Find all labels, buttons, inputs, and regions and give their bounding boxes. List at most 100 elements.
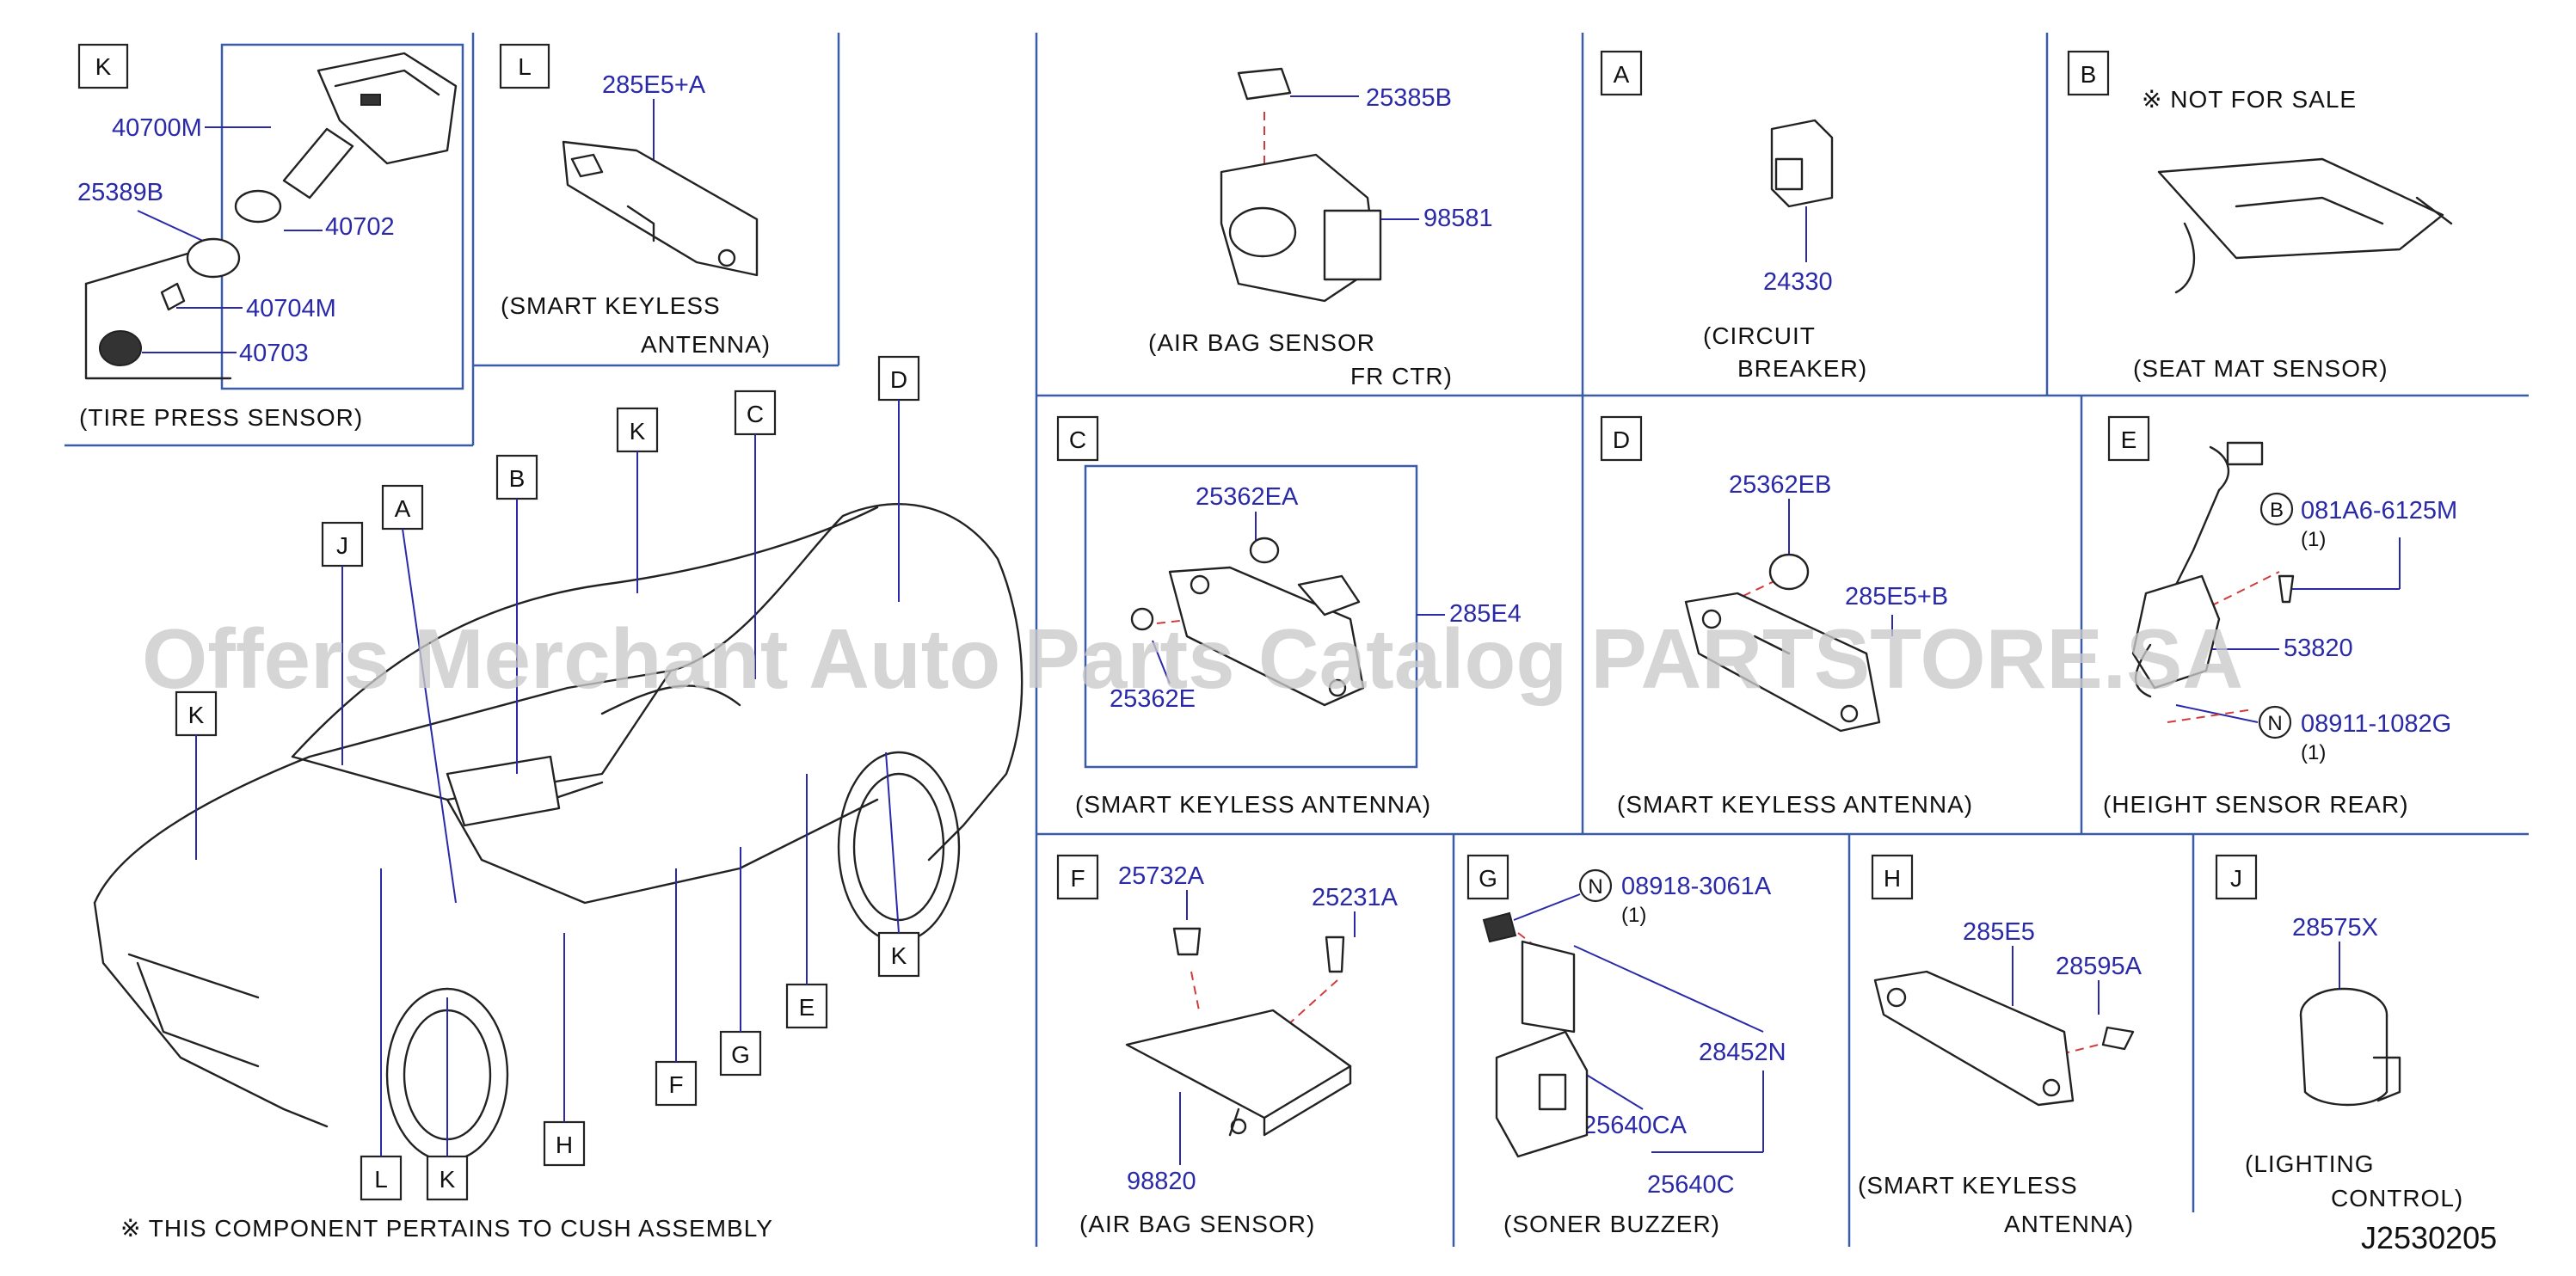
panel-caption: (SMART KEYLESS bbox=[1858, 1172, 2078, 1199]
part-number: 98581 bbox=[1423, 205, 1493, 232]
callout-letter: K bbox=[440, 1166, 456, 1193]
quantity: (1) bbox=[2301, 528, 2326, 551]
panel-caption: ANTENNA) bbox=[2004, 1211, 2134, 1237]
panel-caption: (SONER BUZZER) bbox=[1503, 1211, 1720, 1237]
callout-letter: K bbox=[630, 418, 646, 445]
antenna-c-drawing bbox=[1130, 537, 1365, 707]
callout-letter: H bbox=[556, 1132, 573, 1158]
vehicle-overview: A B C D E F G H J K K K K L bbox=[93, 355, 1024, 1242]
circle-mark bbox=[1578, 868, 1613, 903]
panel-j: J 28575X (LIGHTING CONTROL) bbox=[2215, 854, 2463, 1212]
part-number: 53820 bbox=[2284, 635, 2353, 662]
panel-letter: D bbox=[1613, 426, 1630, 453]
panel-letter: E bbox=[2121, 426, 2137, 453]
circle-mark-letter: N bbox=[2267, 712, 2282, 735]
callout-letter: G bbox=[731, 1041, 750, 1068]
panel-caption: (AIR BAG SENSOR bbox=[1148, 329, 1375, 356]
panel-a: A 24330 (CIRCUIT BREAKER) bbox=[1600, 50, 1867, 382]
part-number: 24330 bbox=[1763, 268, 1833, 296]
panel-caption: (TIRE PRESS SENSOR) bbox=[79, 404, 363, 431]
callout-letter: F bbox=[668, 1071, 683, 1098]
tire-pressure-sensor-drawing bbox=[84, 52, 458, 380]
part-number: 25362E bbox=[1110, 685, 1196, 713]
panel-letter: B bbox=[2081, 61, 2097, 88]
panel-d: D 25362EB 285E5+B (SMART KEYLESS ANTENNA… bbox=[1600, 415, 1973, 818]
part-number: 40703 bbox=[239, 340, 309, 367]
panel-caption: (HEIGHT SENSOR REAR) bbox=[2103, 791, 2409, 818]
panel-caption: (SMART KEYLESS bbox=[501, 292, 721, 319]
panel-caption: ANTENNA) bbox=[641, 331, 771, 358]
callout-letter: J bbox=[336, 532, 348, 559]
part-number: 08911-1082G bbox=[2301, 710, 2451, 738]
airbag-fr-sensor-drawing bbox=[1220, 67, 1382, 303]
callout-letter: K bbox=[891, 942, 907, 969]
panel-letter-box-l bbox=[499, 43, 550, 89]
vehicle-callouts: A B C D E F G H J K K K K L bbox=[175, 355, 920, 1201]
callout-letter: L bbox=[374, 1166, 388, 1193]
part-number: 28452N bbox=[1699, 1039, 1786, 1066]
part-number: 081A6-6125M bbox=[2301, 497, 2457, 525]
circle-mark bbox=[2259, 492, 2294, 526]
circle-mark-letter: N bbox=[1588, 875, 1602, 899]
panel-caption: (SEAT MAT SENSOR) bbox=[2133, 355, 2388, 382]
part-number: 25385B bbox=[1366, 84, 1452, 112]
callout-letter: C bbox=[747, 401, 764, 427]
part-number: 25389B bbox=[77, 179, 163, 206]
panel-letter: H bbox=[1884, 865, 1901, 892]
seat-mat-sensor-drawing bbox=[2157, 157, 2453, 294]
part-number: 40700M bbox=[112, 114, 202, 142]
panel-k: K 40700M 25389B 40702 40704M 40703 (TIRE… bbox=[77, 43, 464, 431]
panel-e: E B 081A6-6125M (1) 53820 N 08911-1082G … bbox=[2103, 415, 2457, 818]
circle-mark bbox=[2258, 705, 2292, 739]
buzzer-drawing bbox=[1482, 911, 1589, 1158]
panel-c: C 25362EA 285E4 25362E (SMART KEYLESS AN… bbox=[1056, 415, 1522, 818]
part-number: 28575X bbox=[2292, 914, 2378, 942]
panel-caption: (AIR BAG SENSOR) bbox=[1079, 1211, 1315, 1237]
panel-letter: L bbox=[518, 53, 532, 80]
part-number: 25362EA bbox=[1196, 483, 1299, 511]
antenna-h-drawing bbox=[1873, 970, 2135, 1107]
car-outline-drawing bbox=[93, 503, 1024, 1163]
part-number: 40702 bbox=[325, 213, 395, 241]
part-number: 285E5 bbox=[1963, 918, 2035, 946]
part-number: 98820 bbox=[1127, 1168, 1196, 1195]
part-number: 285E5+B bbox=[1845, 583, 1948, 610]
panel-caption: (CIRCUIT bbox=[1703, 322, 1816, 349]
part-number: 40704M bbox=[246, 295, 336, 322]
part-number: 25231A bbox=[1312, 884, 1399, 911]
panel-letter: F bbox=[1070, 865, 1085, 892]
part-number: 25640C bbox=[1647, 1171, 1735, 1199]
panel-caption: (SMART KEYLESS ANTENNA) bbox=[1075, 791, 1431, 818]
not-for-sale-note: ※ NOT FOR SALE bbox=[2142, 86, 2357, 113]
panel-caption: FR CTR) bbox=[1350, 363, 1453, 390]
panel-letter: J bbox=[2230, 865, 2242, 892]
quantity: (1) bbox=[2301, 741, 2326, 764]
part-number: 28595A bbox=[2056, 953, 2143, 980]
watermark: Offers Merchant Auto Parts Catalog PARTS… bbox=[142, 611, 2243, 706]
panel-caption: CONTROL) bbox=[2331, 1185, 2463, 1212]
callout-letter: E bbox=[799, 994, 815, 1021]
panel-f: F 25732A 25231A 98820 (AIR BAG SENSOR) bbox=[1056, 854, 1399, 1237]
circuit-breaker-drawing bbox=[1770, 119, 1834, 208]
antenna-d-drawing bbox=[1684, 553, 1881, 733]
panel-letter: C bbox=[1069, 426, 1086, 453]
panel-letter-box-k bbox=[77, 43, 129, 89]
diagram-code: J2530205 bbox=[2361, 1220, 2497, 1255]
panel-letter: G bbox=[1479, 865, 1497, 892]
callout-letter: K bbox=[188, 702, 205, 728]
panel-letter: K bbox=[95, 53, 112, 80]
panel-caption: BREAKER) bbox=[1737, 355, 1867, 382]
panel-caption: (LIGHTING bbox=[2245, 1150, 2375, 1177]
callout-letter: A bbox=[395, 495, 411, 522]
part-number: 285E4 bbox=[1449, 600, 1522, 628]
panel-caption: (SMART KEYLESS ANTENNA) bbox=[1617, 791, 1973, 818]
antenna-drawing bbox=[562, 140, 759, 277]
lighting-control-drawing bbox=[2299, 987, 2401, 1107]
callout-letter: D bbox=[890, 366, 907, 393]
footnote: ※ THIS COMPONENT PERTAINS TO CUSH ASSEMB… bbox=[120, 1215, 773, 1242]
panel-g: G N 08918-3061A (1) 28452N 25640CA 25640… bbox=[1466, 854, 1786, 1237]
airbag-sensor-drawing bbox=[1125, 927, 1352, 1137]
callout-letter: B bbox=[509, 465, 526, 492]
height-sensor-drawing bbox=[2131, 441, 2295, 698]
